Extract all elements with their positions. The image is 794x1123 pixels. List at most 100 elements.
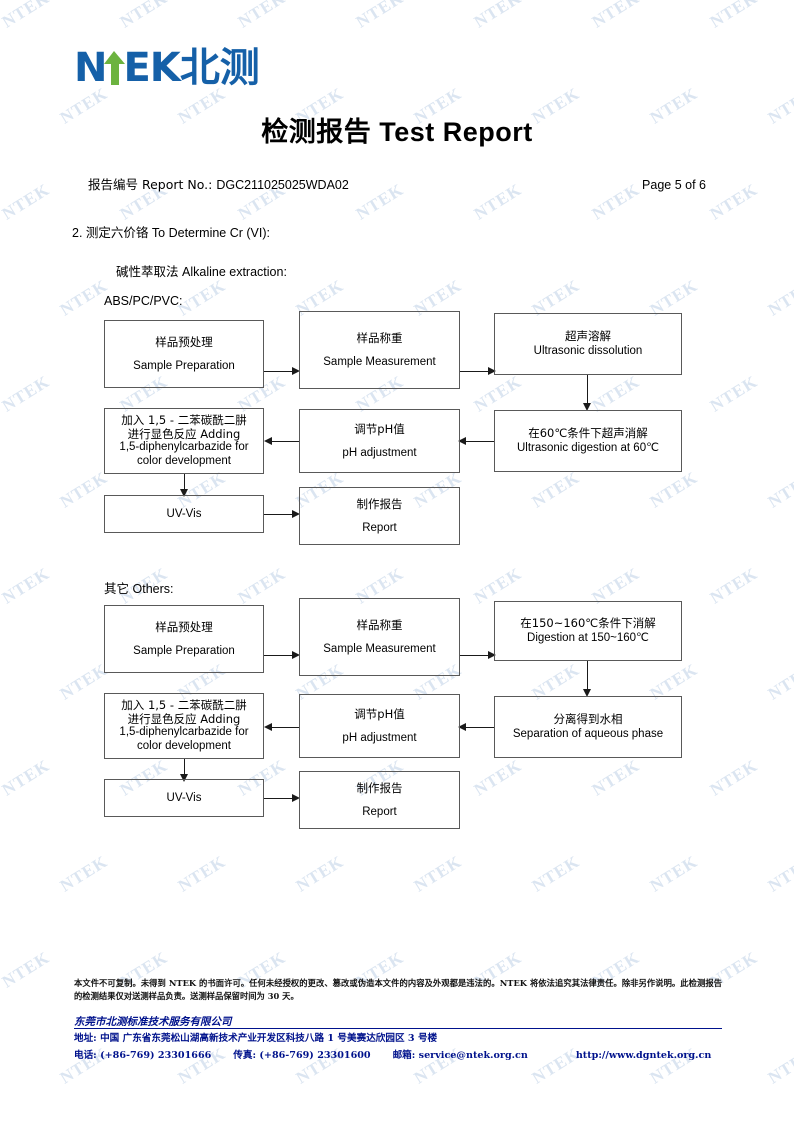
flow2-conn-1-2: [264, 655, 292, 657]
flow2-arrow-5-6: [264, 723, 272, 731]
flow1-box2-en: Sample Measurement: [323, 355, 436, 368]
report-number-value: DGC211025025WDA02: [216, 178, 349, 192]
method-heading-cn: 碱性萃取法: [116, 264, 179, 279]
footer-company-name: 东莞市北测标准技术服务有限公司: [74, 1016, 232, 1028]
flow2-box-color-development: 加入 1,5 - 二苯碳酰二肼 进行显色反应 Adding 1,5-diphen…: [104, 693, 264, 759]
page-indicator: Page 5 of 6: [642, 178, 706, 192]
flow1-box6-en1: 1,5-diphenylcarbazide for: [119, 441, 249, 453]
flow2-conn-4-5: [466, 727, 494, 729]
flow1-arrow-5-6: [264, 437, 272, 445]
flow2-box2-en: Sample Measurement: [323, 642, 436, 655]
flow1-box-ultrasonic-digestion: 在60℃条件下超声消解 Ultrasonic digestion at 60℃: [494, 410, 682, 472]
flow1-box-uv-vis: UV-Vis: [104, 495, 264, 533]
footer-fax-label: 传真:: [233, 1050, 257, 1061]
flow1-box7-en: UV-Vis: [166, 507, 202, 520]
flow2-box-aqueous-separation: 分离得到水相 Separation of aqueous phase: [494, 696, 682, 758]
flow1-box5-en: pH adjustment: [342, 446, 417, 459]
flow1-arrow-7-8: [292, 510, 300, 518]
method-heading: 碱性萃取法 Alkaline extraction:: [116, 261, 287, 280]
flow1-box-ultrasonic-dissolution: 超声溶解 Ultrasonic dissolution: [494, 313, 682, 375]
flow2-box8-en: Report: [362, 805, 397, 818]
footer-fax: 传真: (+86-769) 23301600: [233, 1047, 370, 1061]
flow1-box8-en: Report: [362, 521, 397, 534]
flow2-box6-cn2: 进行显色反应 Adding: [127, 711, 241, 726]
flow1-box6-en2: color development: [137, 454, 231, 467]
flow2-arrow-1-2: [292, 651, 300, 659]
group2-label-en: Others:: [132, 582, 174, 596]
flow2-conn-6-7: [184, 759, 186, 777]
footer-email-value[interactable]: service@ntek.org.cn: [418, 1050, 528, 1061]
flow2-box5-cn: 调节pH值: [354, 706, 405, 721]
method-heading-en: Alkaline extraction:: [182, 265, 287, 279]
section-heading: 2. 测定六价铬 To Determine Cr (VI):: [72, 222, 270, 241]
flow1-conn-4-5: [466, 441, 494, 443]
flow1-box4-en: Ultrasonic digestion at 60℃: [516, 442, 660, 454]
flow1-arrow-6-7: [180, 489, 188, 497]
flow2-conn-2-3: [460, 655, 488, 657]
flow2-box1-en: Sample Preparation: [133, 644, 235, 657]
footer-fax-value: (+86-769) 23301600: [259, 1050, 371, 1061]
footer-address-line: 地址: 中国 广东省东莞松山湖高新技术产业开发区科技八路 1 号美赛达欣园区 3…: [74, 1030, 437, 1044]
logo-letters-ek: EK: [123, 45, 180, 91]
report-number-label: 报告编号 Report No.:: [88, 177, 217, 192]
footer-tel-value: (+86-769) 23301666: [100, 1050, 212, 1061]
flow1-arrow-2-3: [488, 367, 496, 375]
flow1-box2-cn: 样品称重: [356, 330, 403, 345]
flow2-box-sample-measurement: 样品称重 Sample Measurement: [299, 598, 460, 676]
flow2-box-uv-vis: UV-Vis: [104, 779, 264, 817]
section-number: 2.: [72, 226, 83, 240]
flow1-box-ph-adjustment: 调节pH值 pH adjustment: [299, 409, 460, 473]
logo-letter-n: N: [74, 45, 107, 91]
footer-address-value: 中国 广东省东莞松山湖高新技术产业开发区科技八路 1 号美赛达欣园区 3 号楼: [100, 1033, 438, 1044]
flow2-box1-cn: 样品预处理: [155, 619, 213, 634]
section-heading-cn: 测定六价铬: [85, 225, 149, 240]
flow2-box5-en: pH adjustment: [342, 731, 417, 744]
flow2-box3-cn: 在150~160℃条件下消解: [520, 616, 656, 630]
flow2-box8-cn: 制作报告: [356, 780, 403, 795]
footer-email: 邮箱: service@ntek.org.cn: [393, 1047, 528, 1061]
flow2-arrow-4-5: [458, 723, 466, 731]
flow1-conn-2-3: [460, 371, 488, 373]
flow1-conn-3-4: [587, 375, 589, 405]
flow2-box-digestion: 在150~160℃条件下消解 Digestion at 150~160℃: [494, 601, 682, 661]
flow2-arrow-7-8: [292, 794, 300, 802]
footer-disclaimer: 本文件不可复制。未得到 NTEK 的书面许可。任何未经授权的更改、篡改或伪造本文…: [74, 978, 722, 1001]
logo-arrow-icon: [104, 51, 126, 85]
group2-label-cn: 其它: [104, 581, 130, 596]
footer-website-url[interactable]: http://www.dgntek.org.cn: [575, 1050, 712, 1061]
footer-email-label: 邮箱:: [392, 1050, 416, 1061]
flow1-conn-6-7: [184, 474, 186, 492]
flow1-box6-cn1: 加入 1,5 - 二苯碳酰二肼: [121, 413, 247, 427]
flow2-box6-en1: 1,5-diphenylcarbazide for: [119, 726, 249, 738]
flow2-box7-en: UV-Vis: [166, 791, 202, 804]
flow2-box6-cn1: 加入 1,5 - 二苯碳酰二肼: [121, 698, 247, 712]
flow1-conn-7-8: [264, 514, 292, 516]
flow1-conn-5-6: [272, 441, 299, 443]
footer-tel: 电话: (+86-769) 23301666: [74, 1047, 211, 1061]
flow2-box-report: 制作报告 Report: [299, 771, 460, 829]
flow1-box8-cn: 制作报告: [356, 496, 403, 511]
flow2-arrow-6-7: [180, 774, 188, 782]
flow1-box1-en: Sample Preparation: [133, 359, 235, 372]
page-title-en: Test Report: [379, 117, 533, 147]
flow1-box1-cn: 样品预处理: [155, 334, 213, 349]
flow2-box3-en: Digestion at 150~160℃: [527, 632, 649, 644]
flow2-arrow-2-3: [488, 651, 496, 659]
report-meta-line: 报告编号 Report No.: DGC211025025WDA02 Page …: [88, 174, 706, 193]
flow2-box6-en2: color development: [137, 739, 231, 752]
flow1-box3-en: Ultrasonic dissolution: [533, 345, 643, 357]
logo-chinese: 北测: [179, 45, 260, 91]
page-title-cn: 检测报告: [261, 117, 372, 148]
flow1-box-sample-preparation: 样品预处理 Sample Preparation: [104, 320, 264, 388]
flow2-box4-en: Separation of aqueous phase: [512, 728, 664, 740]
footer-divider: [74, 1028, 722, 1029]
flow2-box-ph-adjustment: 调节pH值 pH adjustment: [299, 694, 460, 758]
flow1-box6-cn2: 进行显色反应 Adding: [127, 426, 241, 441]
flow1-arrow-1-2: [292, 367, 300, 375]
section-heading-en: To Determine Cr (VI):: [151, 226, 271, 240]
flow2-arrow-3-4: [583, 689, 591, 697]
report-number-group: 报告编号 Report No.: DGC211025025WDA02: [88, 174, 349, 193]
flow2-conn-5-6: [272, 727, 299, 729]
